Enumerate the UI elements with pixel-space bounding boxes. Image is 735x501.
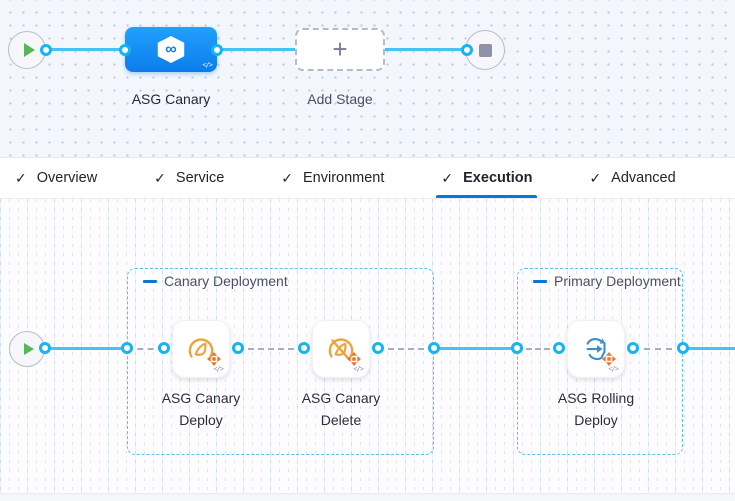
execution-graph-canvas[interactable]: Canary Deployment Primary Deployment	[0, 199, 735, 501]
edge-dashed	[378, 348, 434, 350]
tab-service[interactable]: ✓ Service	[154, 158, 224, 198]
check-icon: ✓	[589, 169, 602, 186]
edge-solid	[434, 347, 517, 350]
link-dot	[461, 44, 473, 56]
tab-label: Overview	[36, 170, 98, 186]
code-view-icon[interactable]: </>	[353, 365, 364, 373]
tab-label: Service	[175, 170, 225, 186]
asg-rolling-deploy-icon	[579, 332, 616, 366]
play-icon	[24, 343, 34, 355]
edge-start-to-stage	[30, 48, 125, 51]
link-dot	[298, 342, 310, 354]
link-dot	[40, 44, 52, 56]
stage-name-label: ASG Canary	[131, 91, 211, 107]
link-dot	[372, 342, 384, 354]
code-view-icon[interactable]: </>	[202, 61, 213, 69]
tab-label: Advanced	[611, 170, 676, 186]
step-asg-canary-deploy[interactable]: </>	[172, 320, 230, 378]
stage-asg-canary[interactable]: ∞ </>	[125, 27, 217, 72]
play-icon	[23, 43, 35, 57]
horizontal-scrollbar-track[interactable]	[0, 493, 735, 501]
edge-solid	[683, 347, 735, 350]
link-dot	[677, 342, 689, 354]
stage-graph-canvas[interactable]: ∞ </> + ASG Canary Add Stage	[0, 0, 735, 157]
link-dot	[232, 342, 244, 354]
pipeline-start-node[interactable]	[8, 31, 46, 69]
edge-dashed	[633, 348, 683, 350]
check-icon: ✓	[441, 169, 454, 186]
check-icon: ✓	[154, 169, 166, 186]
step-group-canary-deployment[interactable]	[127, 268, 434, 455]
code-view-icon[interactable]: </>	[213, 365, 224, 373]
collapse-dash-icon[interactable]	[533, 279, 547, 283]
add-stage-label: Add Stage	[307, 91, 373, 107]
link-dot	[428, 342, 440, 354]
stage-config-tabbar: ✓ Overview ✓ Service ✓ Environment ✓ Exe…	[0, 157, 735, 199]
step-asg-rolling-deploy[interactable]: </>	[567, 320, 625, 378]
plus-icon: +	[332, 33, 348, 64]
link-dot	[119, 44, 131, 56]
edge-dashed	[127, 348, 164, 350]
tab-advanced[interactable]: ✓ Advanced	[589, 158, 675, 198]
collapse-dash-icon[interactable]	[143, 279, 157, 283]
step-group-primary-deployment[interactable]	[517, 268, 683, 455]
edge-dashed	[238, 348, 304, 350]
group-title-primary[interactable]: Primary Deployment	[533, 273, 681, 289]
link-dot	[627, 342, 639, 354]
stop-icon	[478, 43, 492, 57]
link-dot	[158, 342, 170, 354]
group-title-text: Primary Deployment	[554, 273, 681, 289]
asg-canary-delete-icon	[324, 332, 361, 366]
group-title-canary[interactable]: Canary Deployment	[143, 273, 288, 289]
link-dot	[39, 342, 51, 354]
code-view-icon[interactable]: </>	[608, 365, 619, 373]
link-dot	[121, 342, 133, 354]
edge-dashed	[517, 348, 559, 350]
asg-canary-deploy-icon	[184, 332, 221, 366]
cd-stage-hexagon-icon: ∞	[157, 36, 185, 63]
check-icon: ✓	[15, 169, 27, 186]
step-name-label: ASG Canary Delete	[301, 390, 381, 428]
tab-label: Environment	[303, 170, 385, 186]
add-stage-button[interactable]: +	[295, 28, 385, 71]
step-asg-canary-delete[interactable]: </>	[312, 320, 370, 378]
tab-label: Execution	[463, 170, 533, 186]
check-icon: ✓	[281, 169, 293, 186]
link-dot	[211, 44, 223, 56]
tab-execution[interactable]: ✓ Execution	[436, 158, 538, 198]
tab-environment[interactable]: ✓ Environment	[281, 158, 384, 198]
group-title-text: Canary Deployment	[164, 273, 288, 289]
link-dot	[511, 342, 523, 354]
link-dot	[553, 342, 565, 354]
infinity-glyph: ∞	[165, 40, 177, 58]
step-name-label: ASG Canary Deploy	[161, 390, 241, 428]
step-name-label: ASG Rolling Deploy	[557, 390, 635, 428]
edge-solid	[45, 347, 127, 350]
tab-overview[interactable]: ✓ Overview	[15, 158, 97, 198]
